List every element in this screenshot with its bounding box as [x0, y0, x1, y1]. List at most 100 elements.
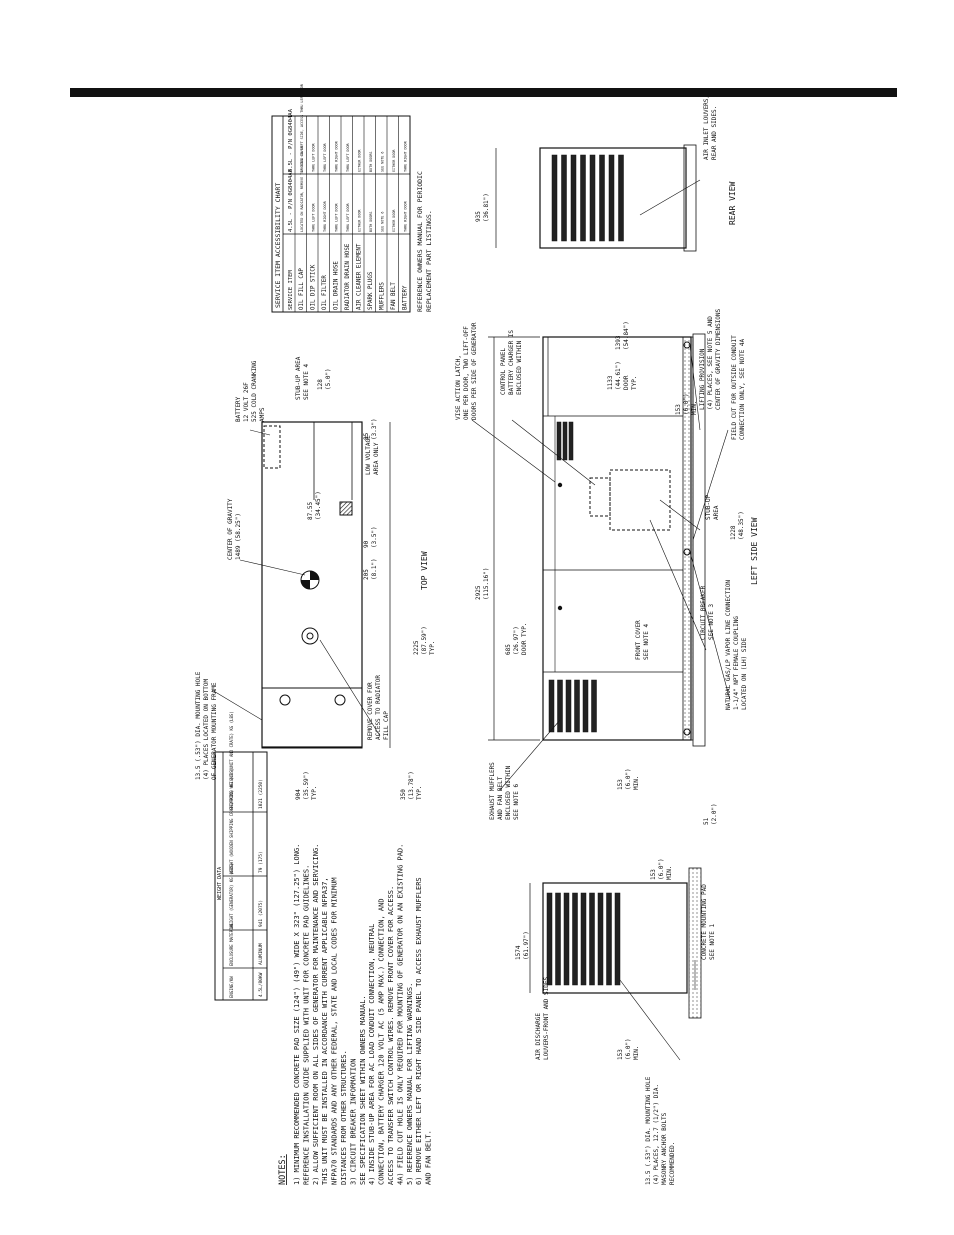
service-cell: EITHER DOOR [358, 209, 362, 232]
dim-1393-line: 1393 [615, 335, 622, 350]
leader-line [249, 429, 271, 436]
label-latch-line: DOORS PER SIDE OF GENERATOR [471, 322, 478, 420]
label-remove-cover-line: FILL CAP [383, 711, 390, 740]
dim-2225: 2225(87.59")TYP. [413, 626, 436, 655]
note-line: 3) CIRCUIT BREAKER INFORMATION [349, 1059, 357, 1185]
louver-slot [565, 679, 572, 733]
louver-slot [580, 154, 586, 242]
note-line: REFERENCE INSTALLATION GUIDE SUPPLIED WI… [302, 865, 310, 1185]
latch-icon [557, 605, 563, 611]
dim-153-front-top-line: 153 [650, 869, 657, 880]
dim-153-front-top: 153(6.0")MIN. [650, 858, 673, 880]
label-front-mounting-hole-line: (4) PLACES, 12.7 (1/2") DIA. [653, 1084, 660, 1185]
dim-90: 90(3.5") [363, 526, 378, 548]
dim-153-front-top-line: (6.0") [658, 858, 665, 880]
note-line: 6) REMOVE EITHER LEFT OR RIGHT HAND SIDE… [415, 877, 423, 1185]
label-control-panel-line: BATTERY CHARGER IS [508, 330, 515, 395]
label-mounting-hole-line: OF GENERATOR MOUNTING FRAME [211, 682, 218, 780]
louvers-exhaust [548, 679, 597, 733]
label-center-of-gravity-line: 1489 (58.25") [235, 513, 242, 560]
label-remove-cover-line: REMOVE COVER FOR [367, 682, 374, 740]
service-cell: THRU RIGHT DOOR [404, 200, 408, 232]
louver-slot [608, 154, 615, 242]
louver-slot [563, 892, 570, 986]
label-field-cut-line: CONNECTION ONLY, SEE NOTE 4A [739, 338, 746, 440]
enclosure-outline [542, 336, 692, 741]
dim-153-left-line: MIN. [691, 401, 698, 415]
label-battery-line: AMPS [259, 407, 266, 422]
weight-cell: 941 (2075) [258, 900, 264, 927]
notes-heading: NOTES: [278, 1154, 288, 1185]
label-air-inlet-line: AIR INLET LOUVERS, [703, 95, 710, 160]
dim-904: 904(35.59")TYP. [295, 771, 318, 800]
louvers-panel [556, 421, 574, 461]
dim-153-bottom: 153(6.0")MIN. [617, 768, 640, 790]
weight-table-title: WEIGHT DATA [217, 867, 223, 900]
label-battery-line: 525 COLD CRANKING [251, 360, 258, 422]
label-battery-line: BATTERY [235, 396, 242, 422]
service-cell: THRU RIGHT DOOR [335, 140, 339, 172]
service-cell: BATTERY [403, 285, 409, 310]
label-front-cover-line: SEE NOTE 4 [643, 623, 650, 660]
dim-2925-line: (115.16") [483, 567, 490, 600]
dim-153-bottom-line: MIN. [633, 776, 640, 790]
label-lifting-line: LIFTING PROVISION [699, 348, 706, 410]
mounting-hole-icon [334, 694, 346, 706]
service-cell: OIL FILTER [322, 275, 328, 310]
louver-slot [548, 679, 555, 733]
label-air-discharge-line: AIR DISCHARGE [535, 1013, 542, 1060]
service-cell: EITHER DOOR [358, 149, 362, 172]
dim-935-line: (36.81") [483, 193, 490, 222]
louver-slot [555, 892, 561, 986]
fill-cap-icon [301, 627, 319, 645]
leader-line [619, 979, 681, 1061]
label-stub-up-area-line: STUB-UP AREA [295, 356, 302, 400]
dim-935-line: 935 [475, 211, 482, 222]
header-rule [70, 88, 897, 97]
rear-enclosure-outline [539, 147, 687, 249]
top-view [261, 421, 363, 749]
leader-line [689, 344, 701, 431]
leader-line [511, 419, 596, 486]
dim-153-front-top-line: MIN. [666, 866, 673, 880]
rear-view [539, 144, 697, 252]
dim-128-line: 128 [317, 379, 324, 390]
weight-header-cell: ENCLOSURE MATERIAL [229, 922, 234, 966]
service-header-cell: 4.5L - P/N 0G8404AB [288, 168, 294, 232]
dim-153-bottom-line: (6.0") [625, 768, 632, 790]
label-field-cut-line: FIELD CUT FOR OUTSIDE CONDUIT [731, 335, 738, 440]
label-air-inlet-line: REAR AND SIDES. [711, 106, 718, 160]
label-circuit-breaker-line: SEE NOTE 3 [708, 603, 715, 640]
dim-153-front-bottom: 153(6.0")MIN. [617, 1038, 640, 1060]
label-front-mounting-hole-line: MASONRY ANCHOR BOLTS [661, 1112, 668, 1185]
dim-1133-line: DOOR [623, 375, 630, 390]
label-latch-line: ONE PER DOOR, TWO LIFT-OFF [463, 326, 470, 420]
louver-slot [580, 892, 587, 986]
label-latch: VISE ACTION LATCH,ONE PER DOOR, TWO LIFT… [455, 322, 478, 420]
service-cell: EITHER DOOR [392, 149, 396, 172]
dim-904-line: TYP. [311, 786, 318, 800]
rear-pad [683, 144, 697, 252]
service-cell: THRU LEFT DOOR [346, 142, 350, 172]
label-latch-line: VISE ACTION LATCH, [455, 355, 462, 420]
dim-1574: 1574(61.97") [515, 931, 530, 960]
louver-slot [582, 679, 589, 733]
leader-line [471, 419, 556, 483]
service-cell: BOTH DOORS [369, 152, 373, 172]
louver-slot [591, 679, 597, 733]
service-cell: OIL DRAIN HOSE [334, 261, 340, 310]
dim-2225-line: TYP. [429, 641, 436, 655]
dim-685-line: DOOR TYP. [521, 622, 528, 655]
leader-line [211, 689, 263, 721]
lifting-provision-icon [683, 728, 691, 736]
front-pad [688, 867, 702, 1019]
service-cell: LOCATED ON RADIATOR, REMOVE TOP FILL COV… [300, 145, 304, 232]
label-stub-up-area-line: SEE NOTE 4 [303, 363, 310, 400]
